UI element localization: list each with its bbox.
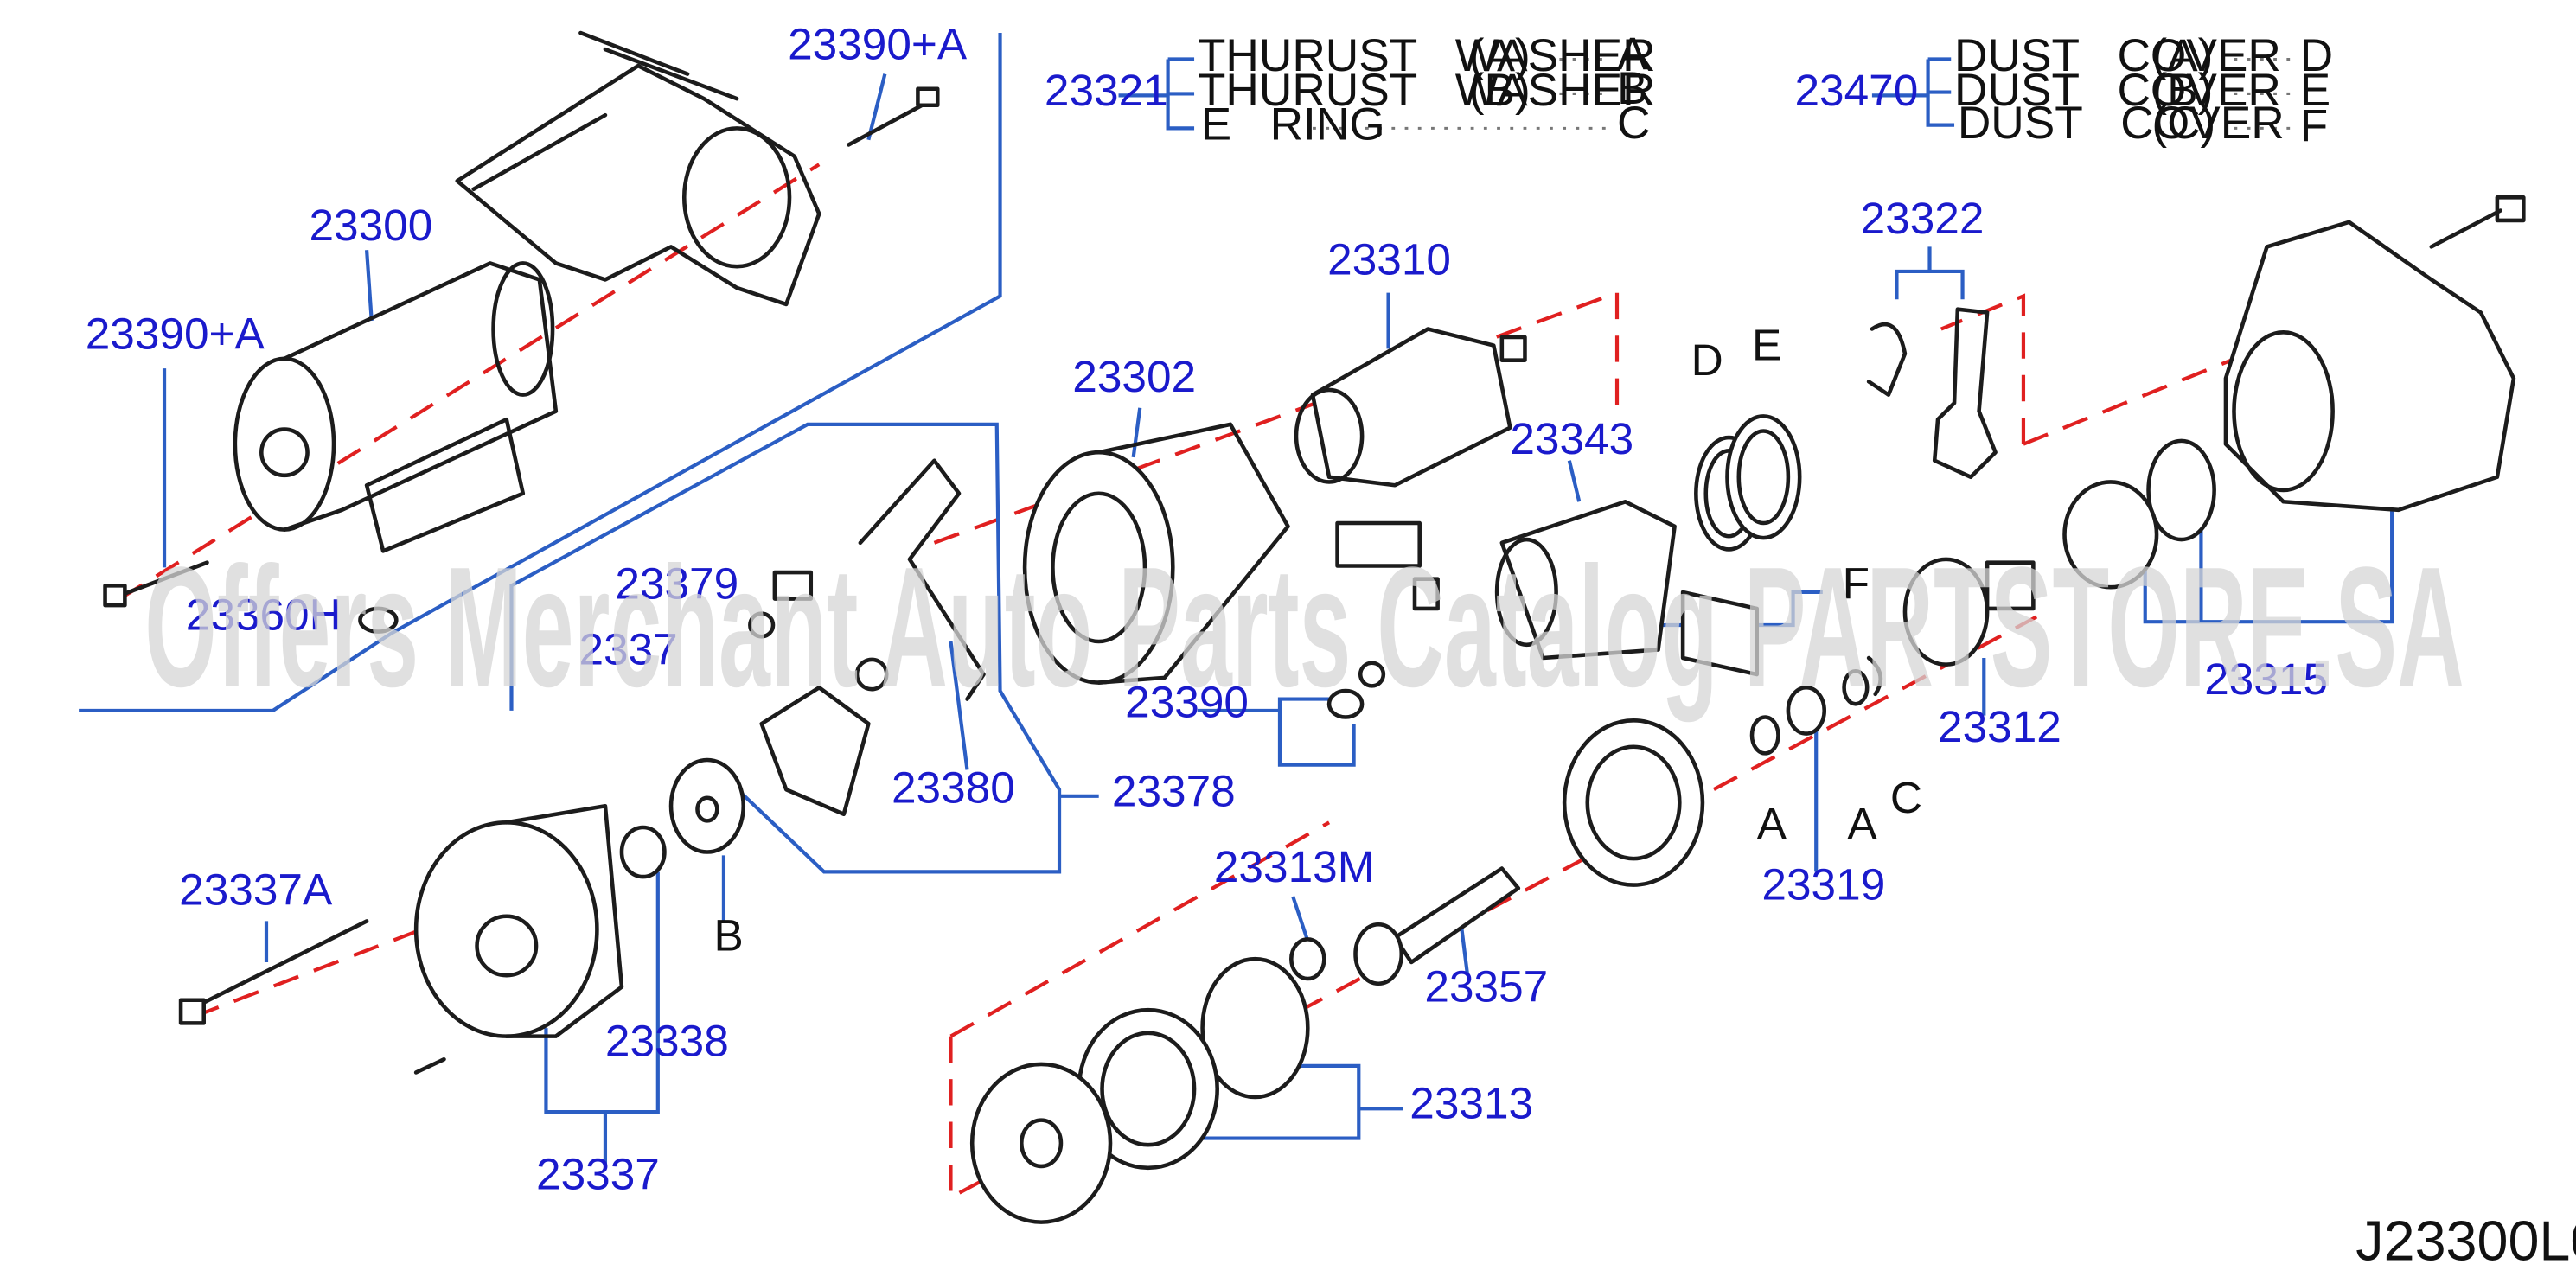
label-23380[interactable]: 23380 <box>892 763 1015 812</box>
brush-23379 <box>748 570 814 639</box>
diagram-code: J23300L0 <box>2355 1209 2576 1272</box>
label-23337[interactable]: 23337 <box>536 1150 660 1199</box>
letter-d: D <box>1691 335 1723 385</box>
thrust-washer-a-right <box>1842 668 1870 706</box>
yoke-assembly-23302 <box>1022 422 1290 685</box>
shaft-23357 <box>1289 866 1521 986</box>
legend-23321: 23321 THURUST WASHER (A) A THURUST WASHE… <box>1045 29 1656 150</box>
shift-lever-23322 <box>1866 307 1998 480</box>
watermark: Offers Merchant Auto Parts Catalog PARTS… <box>144 531 2464 722</box>
label-23360[interactable]: 23360H <box>186 590 342 640</box>
legend-23470-item-1-variant: (A) <box>2151 30 2213 81</box>
legend-23470-item-2-code: E <box>2300 65 2331 116</box>
label-23313m[interactable]: 23313M <box>1214 842 1375 891</box>
legend-23321-item-1-name: THURUST WASHER <box>1198 30 1656 81</box>
nut-23360 <box>358 606 399 634</box>
bearing-23319 <box>1786 685 1827 736</box>
label-2331x[interactable]: 23315 <box>2204 654 2328 704</box>
reference-letters: D E F B A A C <box>714 321 1922 961</box>
legend-23321-item-3-code: C <box>1617 98 1650 149</box>
legend-23321-item-1-variant: (A) <box>1469 30 1531 81</box>
legend-23321-group[interactable]: 23321 <box>1045 66 1168 115</box>
legend-23470-item-3-code: F <box>2300 101 2329 152</box>
label-23338[interactable]: 23338 <box>605 1016 729 1065</box>
legend-23470-item-1-code: D <box>2300 30 2333 81</box>
dust-cover-e <box>1725 414 1802 540</box>
letter-a-right: A <box>1847 799 1877 848</box>
letter-c: C <box>1890 773 1922 822</box>
starter-motor-assembly <box>233 261 559 553</box>
centerlines <box>118 163 2350 1201</box>
label-23379[interactable]: 23379 <box>615 559 738 609</box>
legend-23470-item-3-name: DUST COVER <box>1958 98 2285 149</box>
label-23302[interactable]: 23302 <box>1072 352 1196 401</box>
thrust-washer-b <box>668 757 746 854</box>
legend-23321-item-2-code: B <box>1617 63 1648 114</box>
label-23313[interactable]: 23313 <box>1409 1079 1533 1128</box>
label-23337a[interactable]: 23337A <box>179 865 333 914</box>
letter-b: B <box>714 911 744 961</box>
legend-23470-item-2-name: DUST COVER <box>1954 65 2281 116</box>
gear-case-23315 <box>2223 195 2526 513</box>
label-23390[interactable]: 23390 <box>1125 678 1249 727</box>
clutch-housing <box>1562 718 1705 887</box>
legend-23470-group[interactable]: 23470 <box>1794 66 1918 115</box>
dust-cover-f <box>1680 590 1760 677</box>
bearing-23338 <box>619 825 667 879</box>
nut-washer-23390 <box>1326 661 1386 719</box>
legend-23321-item-2-name: THURUST WASHER <box>1198 65 1656 116</box>
part-labels: 23390+A 23300 23390+A 23360H 23379 2337 … <box>86 19 2328 1198</box>
label-23322[interactable]: 23322 <box>1861 194 1985 243</box>
legend-23470: 23470 DUST COVER (A) D DUST COVER (B) E … <box>1794 30 2333 152</box>
legend-23470-item-2-variant: (B) <box>2151 65 2213 116</box>
letter-f: F <box>1843 559 1870 609</box>
label-23343[interactable]: 23343 <box>1510 414 1633 463</box>
label-23310[interactable]: 23310 <box>1327 235 1451 284</box>
rear-cover-23337 <box>413 803 624 1038</box>
label-23378[interactable]: 23378 <box>1112 766 1236 815</box>
screw-small <box>413 1056 446 1075</box>
legend-dots <box>1313 57 2293 130</box>
brush-holder-23378 <box>759 458 986 817</box>
seal-ring-right <box>2062 438 2216 590</box>
legend-23321-item-2-variant: (B) <box>1469 65 1531 116</box>
legend-23321-item-3-name: E RING <box>1201 99 1385 150</box>
legend-23321-item-1-code: A <box>1617 29 1648 80</box>
internal-gear-23313 <box>969 956 1310 1224</box>
armature-23310 <box>1294 327 1527 488</box>
label-2337x[interactable]: 2337 <box>578 625 677 674</box>
e-ring <box>1866 655 1883 697</box>
solenoid-23343 <box>1335 499 1677 661</box>
label-23312[interactable]: 23312 <box>1938 702 2061 751</box>
label-23319[interactable]: 23319 <box>1761 860 1885 910</box>
letter-e: E <box>1752 321 1781 370</box>
leader-lines <box>79 33 2394 1165</box>
through-bolt-23337a <box>178 919 369 1025</box>
pinion-23312 <box>1902 557 2036 667</box>
bolt-23390a-top <box>847 86 940 147</box>
label-23357[interactable]: 23357 <box>1424 962 1548 1012</box>
letter-a-left: A <box>1757 799 1787 848</box>
label-23390a-left[interactable]: 23390+A <box>86 309 265 358</box>
label-23300[interactable]: 23300 <box>309 201 432 250</box>
thrust-washer-a-left <box>1749 715 1780 756</box>
legend-23470-item-1-name: DUST COVER <box>1954 30 2281 81</box>
engine-mount-bracket <box>455 30 821 307</box>
label-23390a-top[interactable]: 23390+A <box>788 19 968 68</box>
legend-23470-item-3-variant: (C) <box>2151 98 2215 149</box>
bolt-23390a-left <box>103 560 209 608</box>
